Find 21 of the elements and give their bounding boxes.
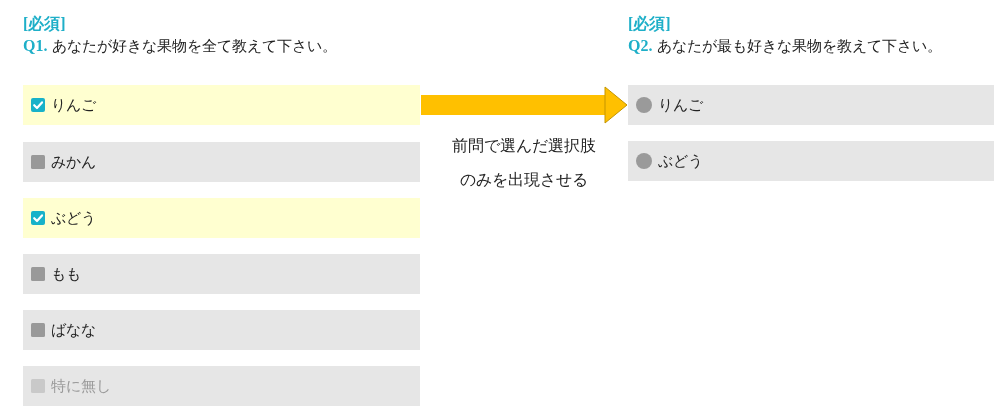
- block-arrow: [421, 86, 628, 124]
- radio-option: [628, 141, 994, 181]
- checkbox-option: [23, 142, 420, 182]
- radio-option: [628, 85, 994, 125]
- question-text: Q2. あなたが最も好きな果物を教えて下さい。: [628, 36, 943, 56]
- required-tag: [必須]: [628, 14, 671, 34]
- disabled-checkbox-option: [23, 366, 420, 406]
- checkbox-option: [23, 85, 420, 125]
- checkbox-option: [23, 254, 420, 294]
- option-label: りんご: [658, 95, 703, 115]
- option-label: ぶどう: [51, 208, 96, 228]
- checkbox-option: [23, 310, 420, 350]
- question-text: Q1. あなたが好きな果物を全て教えて下さい。: [23, 36, 338, 56]
- option-label: ぶどう: [658, 151, 703, 171]
- option-label: りんご: [51, 95, 96, 115]
- option-label: ばなな: [51, 320, 96, 340]
- option-label: もも: [51, 264, 81, 284]
- required-tag: [必須]: [23, 14, 66, 34]
- checkbox-option: [23, 198, 420, 238]
- option-label: みかん: [51, 152, 96, 172]
- option-label: 特に無し: [51, 376, 111, 396]
